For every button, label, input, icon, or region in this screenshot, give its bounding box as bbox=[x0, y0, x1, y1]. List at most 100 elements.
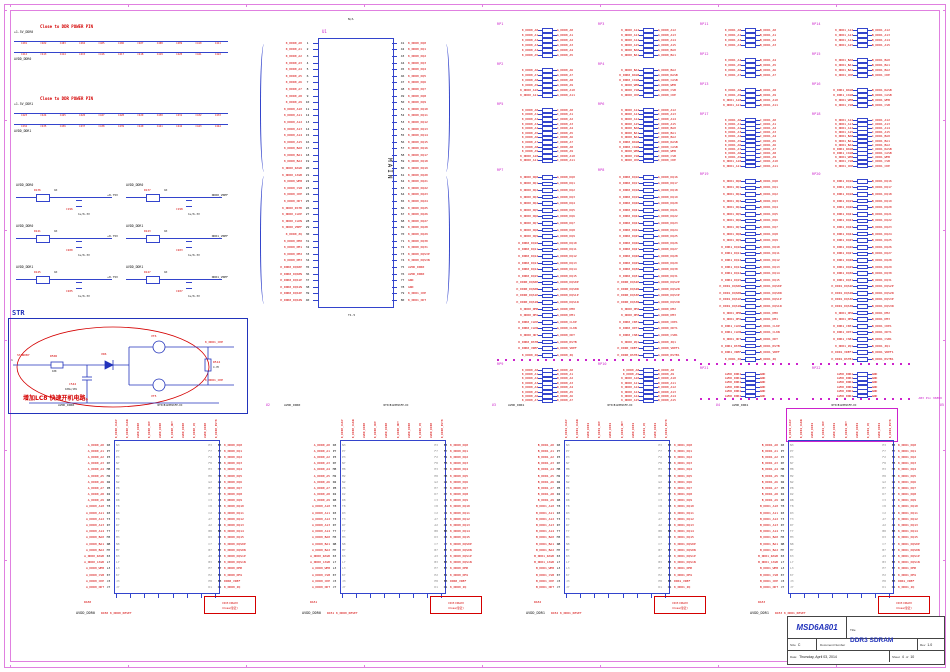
wire bbox=[755, 253, 760, 255]
net-label-left: A_DDR0_CSB bbox=[85, 573, 104, 577]
pin-number-inner: G2 bbox=[658, 479, 662, 484]
net-label-left: A_DDR0_BA1 bbox=[85, 542, 104, 546]
refdes-label: R136 bbox=[34, 188, 41, 192]
capacitor: C407 bbox=[134, 42, 146, 45]
refdes-label: RP15 bbox=[812, 52, 821, 56]
power-rail-label: AVDD_DDR1 bbox=[732, 403, 749, 407]
net-label-left: K_DDR0_DQ4 bbox=[520, 202, 539, 206]
pin-number-inner: J3 bbox=[342, 578, 346, 583]
pin-number-inner: T8 bbox=[116, 504, 120, 509]
net-label-right: C_DDR0_BA1 bbox=[657, 131, 676, 135]
net-label-left: K_DDR1_DQ11 bbox=[721, 252, 742, 256]
wire bbox=[741, 358, 746, 360]
pin-number: D3 bbox=[443, 535, 448, 540]
pin-number: 38 bbox=[305, 284, 310, 289]
resistor-body bbox=[857, 130, 868, 135]
resistor-body bbox=[745, 58, 756, 63]
pin-number-inner: K3 bbox=[790, 553, 794, 558]
wire bbox=[755, 136, 760, 138]
pin-number: N7 bbox=[556, 461, 561, 466]
pin-number: N2 bbox=[556, 479, 561, 484]
pin-number-inner: E3 bbox=[882, 442, 886, 447]
net-label-right: C_DDR1_CASB bbox=[871, 152, 892, 156]
resistor-body bbox=[857, 63, 868, 68]
pin-number: H3 bbox=[667, 467, 672, 472]
wire bbox=[313, 102, 318, 104]
net-label-right: A_DDR0_DQ23 bbox=[657, 221, 678, 225]
wire bbox=[853, 90, 858, 91]
pin-number-inner: N2 bbox=[790, 479, 794, 484]
pin-number-inner: C7 bbox=[434, 541, 438, 546]
title-label: Title bbox=[850, 628, 856, 632]
resistor-value: 1K bbox=[164, 229, 168, 233]
wire bbox=[392, 227, 397, 229]
wire bbox=[552, 222, 557, 224]
pin-number: R8 bbox=[332, 498, 337, 503]
net-label-left: K_DDR1_RASB bbox=[833, 147, 854, 151]
resistor-body bbox=[643, 333, 654, 338]
net-label-right: AVDD_DDR0 bbox=[408, 272, 425, 276]
pin-number: 26 bbox=[305, 205, 310, 210]
net-label-right: A_DDR0_A5 bbox=[556, 54, 574, 57]
pin-number-inner: N2 bbox=[566, 479, 570, 484]
net-label-left: K_DDR0_A4 bbox=[521, 49, 539, 52]
net-label-left: K_DDR1_DQ9 bbox=[723, 239, 742, 243]
wire bbox=[755, 165, 760, 167]
output-net-label: +0.75V bbox=[107, 193, 118, 197]
wire bbox=[538, 50, 543, 51]
resistor-body bbox=[542, 158, 553, 164]
pin-number: A7 bbox=[443, 516, 448, 521]
resistor-body bbox=[542, 339, 553, 345]
wire bbox=[538, 354, 543, 356]
wire bbox=[853, 391, 858, 393]
net-label-right: C_DDR0_A15 bbox=[657, 122, 676, 126]
net-label-right: A_DDR0_DQ9 bbox=[556, 235, 575, 239]
pin-number: 75 bbox=[400, 264, 405, 269]
wire bbox=[853, 352, 858, 354]
pin-number: G2 bbox=[217, 479, 222, 484]
net-label-right: C_DDR0_RASB bbox=[657, 140, 678, 144]
pin-number: 74 bbox=[400, 258, 405, 263]
power-rail-label: AVDD_DDR0 bbox=[302, 611, 321, 615]
wire bbox=[552, 255, 557, 257]
pin-number-inner: F7 bbox=[208, 448, 212, 453]
resistor-body bbox=[857, 225, 868, 230]
net-label-left: K_DDR0_VREF bbox=[282, 226, 302, 230]
capacitor: C406 bbox=[115, 42, 127, 45]
capacitor: C420 bbox=[173, 53, 185, 56]
resistor-body bbox=[857, 73, 868, 78]
pin-number: N2 bbox=[106, 479, 111, 484]
net-label-left: K_DDR1_DM0 bbox=[723, 311, 742, 315]
resistor-body bbox=[857, 192, 868, 197]
net-label-right: K_DDR1_DQ12 bbox=[674, 517, 694, 521]
pin-number-inner: G2 bbox=[208, 479, 212, 484]
rail-net-label: AVDD_DDR1 bbox=[126, 224, 144, 228]
pin-number: A3 bbox=[217, 553, 222, 558]
wire bbox=[552, 229, 557, 231]
wire bbox=[552, 282, 557, 284]
refdes-label: C416 bbox=[98, 53, 105, 56]
resistor-body bbox=[643, 78, 654, 83]
net-label-left: K_DDR1_A1 bbox=[724, 34, 742, 37]
net-label-right: GND bbox=[759, 381, 766, 385]
net-label-right: K_DDR0_DQ7 bbox=[408, 87, 427, 91]
pin-number: E7 bbox=[443, 566, 448, 571]
refdes-label: C424 bbox=[40, 114, 47, 117]
wire bbox=[741, 373, 746, 375]
net-label-left: K_DDR1_DQS3P bbox=[831, 298, 854, 302]
wire bbox=[853, 273, 858, 275]
resistor-body bbox=[643, 53, 654, 58]
